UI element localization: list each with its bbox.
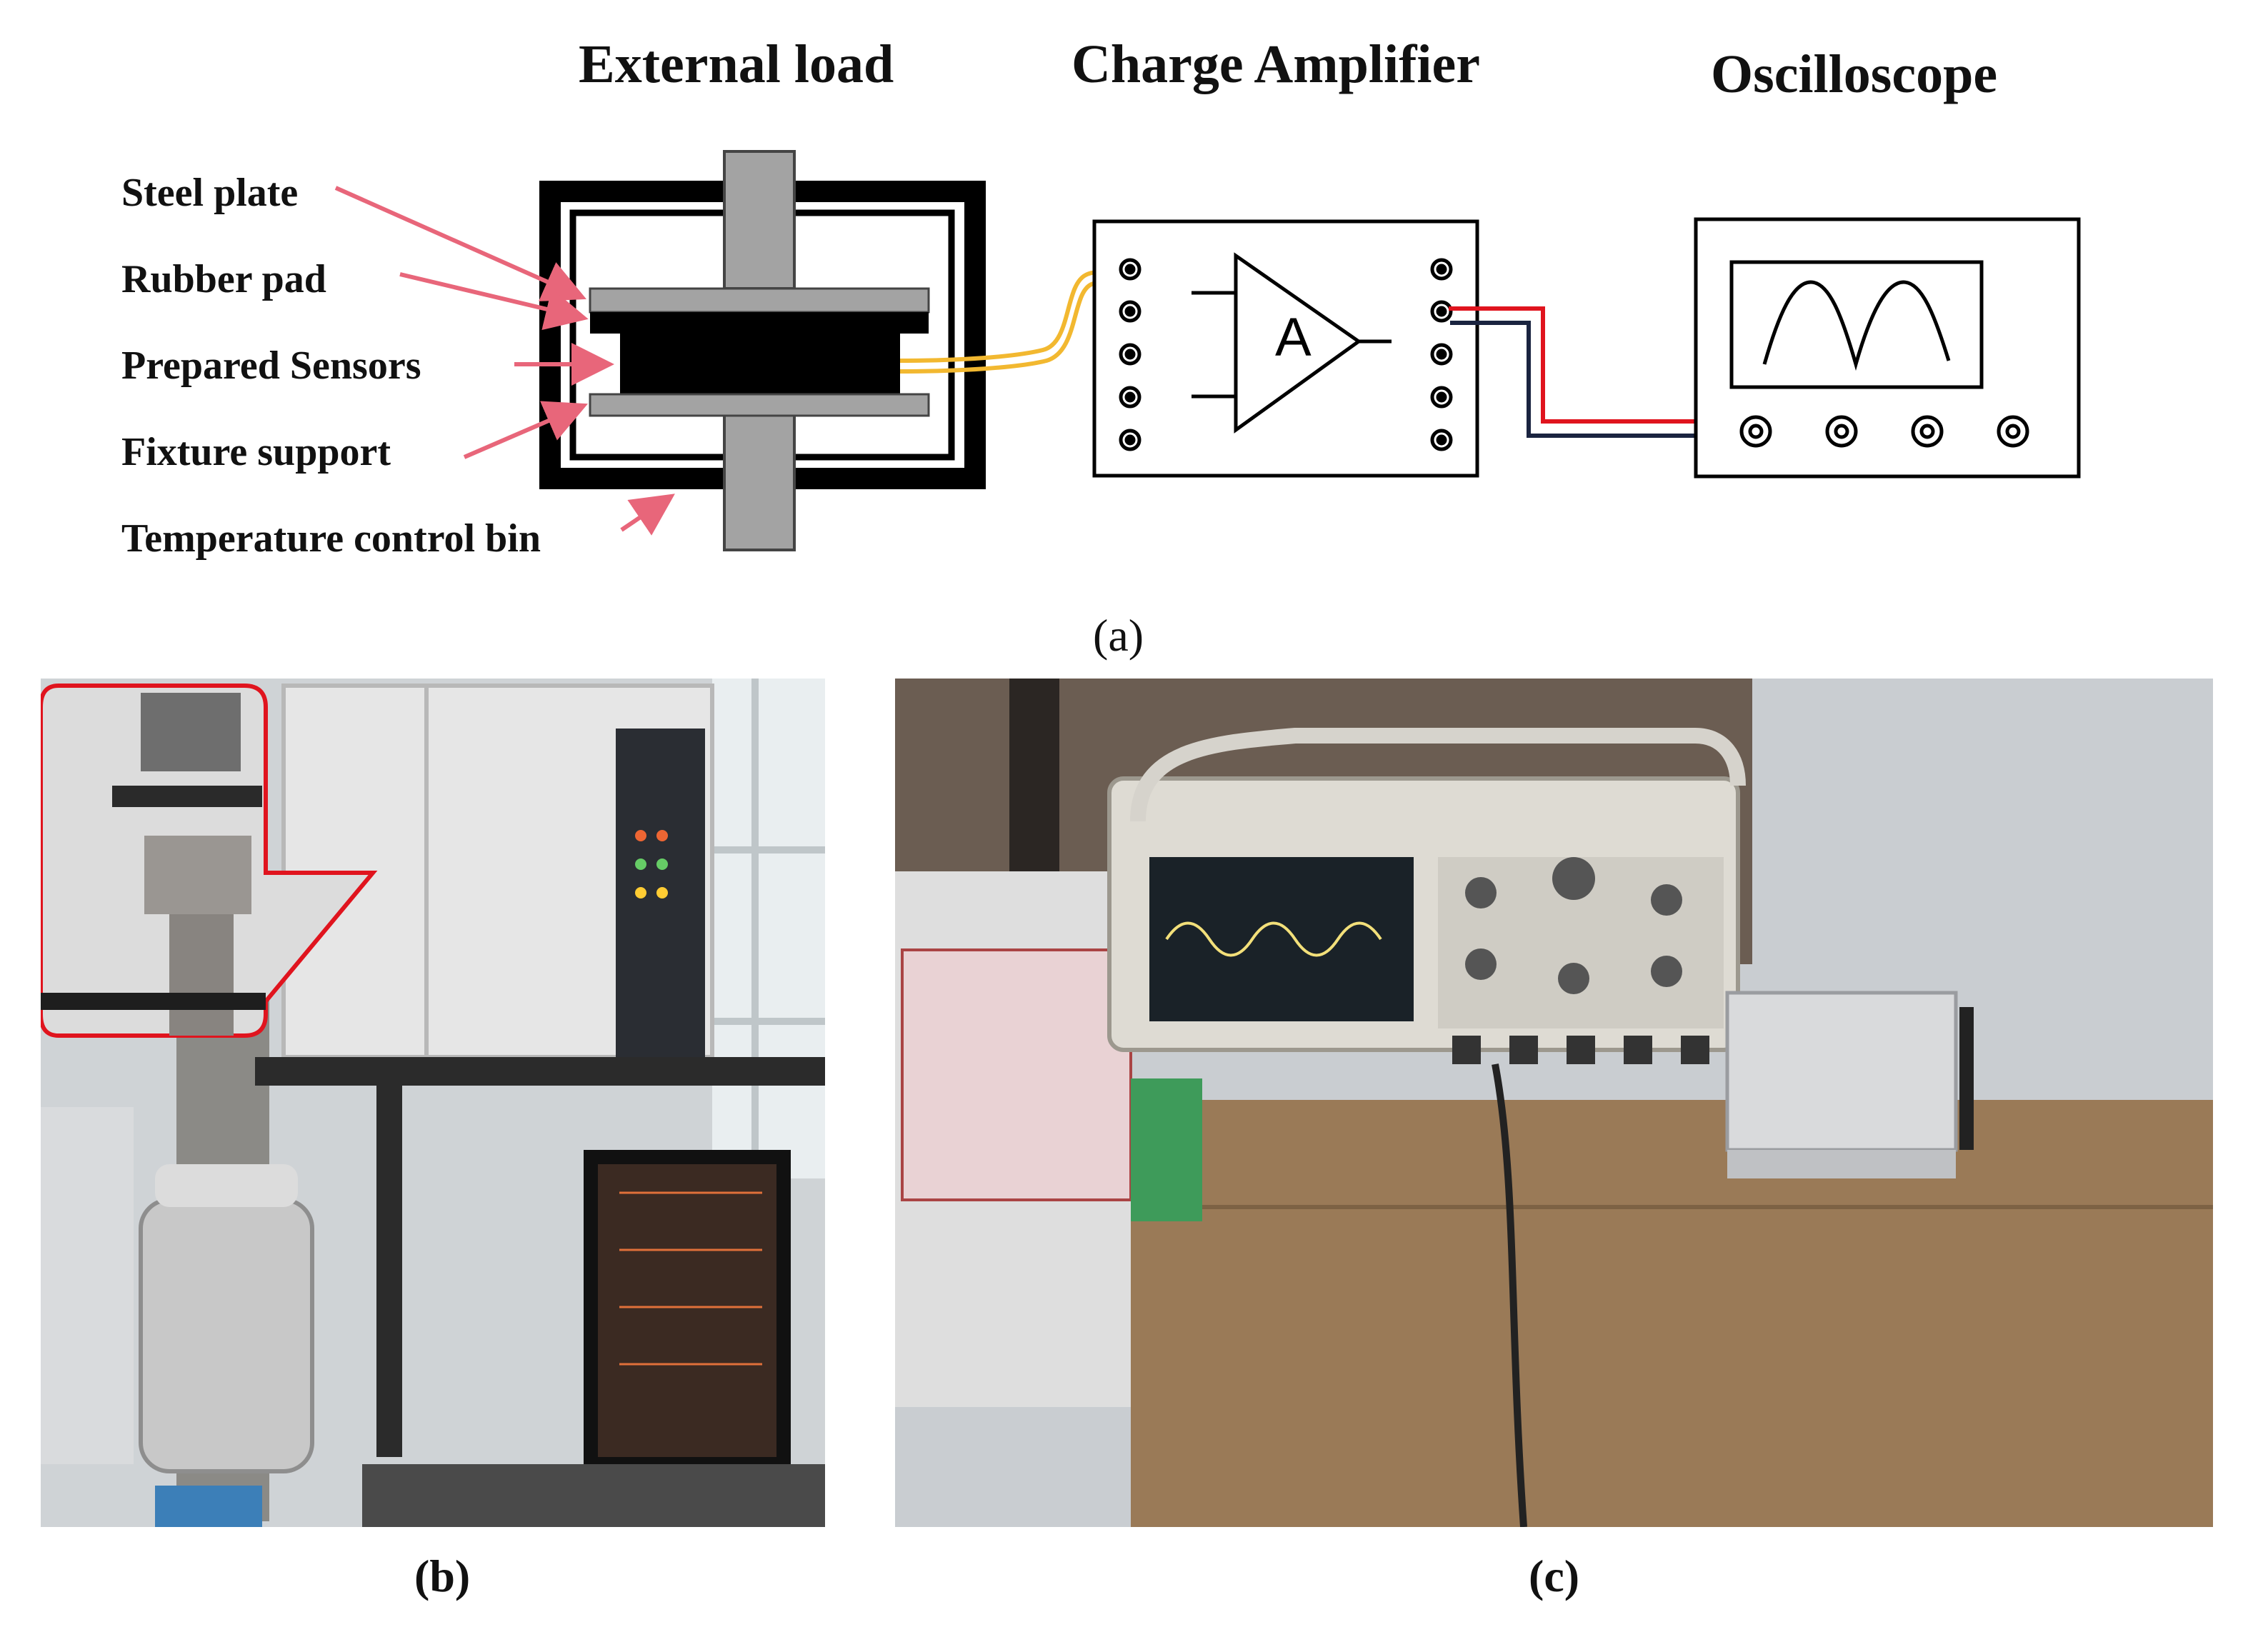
photo-b-illustration xyxy=(41,679,825,1527)
photo-b xyxy=(41,679,825,1527)
fixture-support-label: Fixture support xyxy=(121,430,391,474)
rubber-pad-label: Rubber pad xyxy=(121,257,326,301)
caption-b: (b) xyxy=(414,1551,471,1601)
steel-plate xyxy=(589,287,930,314)
caption-a: (a) xyxy=(1093,610,1144,661)
photo-oscilloscope xyxy=(1107,776,1740,1064)
monitor xyxy=(584,1150,791,1478)
charge-amplifier-title: Charge Amplifier xyxy=(1071,34,1481,94)
label-arrows xyxy=(334,186,675,536)
prepared-sensors-label: Prepared Sensors xyxy=(121,344,421,388)
setup-diagram: A xyxy=(334,150,2081,551)
output-cables xyxy=(1449,306,1700,438)
oscilloscope-title: Oscilloscope xyxy=(1711,44,1998,104)
photo-c-illustration xyxy=(895,679,2213,1527)
rubber-pad xyxy=(590,312,929,334)
fixture-support xyxy=(589,393,930,417)
amplifier-symbol: A xyxy=(1275,307,1312,368)
charge-amplifier: A xyxy=(1092,219,1479,478)
temperature-control-bin-label: Temperature control bin xyxy=(121,516,541,561)
oscilloscope-screen xyxy=(1729,260,1984,389)
oscilloscope xyxy=(1694,217,2081,479)
sensor-cable xyxy=(899,270,1125,374)
photo-charge-amplifier xyxy=(1725,991,1974,1178)
amplifier-triangle xyxy=(1234,252,1362,434)
caption-c: (c) xyxy=(1529,1551,1580,1601)
load-rod xyxy=(723,150,796,551)
waveform xyxy=(1762,280,1951,371)
prepared-sensor xyxy=(620,334,900,394)
steel-plate-label: Steel plate xyxy=(121,171,299,215)
external-load-title: External load xyxy=(579,34,894,94)
inset-zoom xyxy=(41,684,378,1038)
photo-c xyxy=(895,679,2213,1527)
